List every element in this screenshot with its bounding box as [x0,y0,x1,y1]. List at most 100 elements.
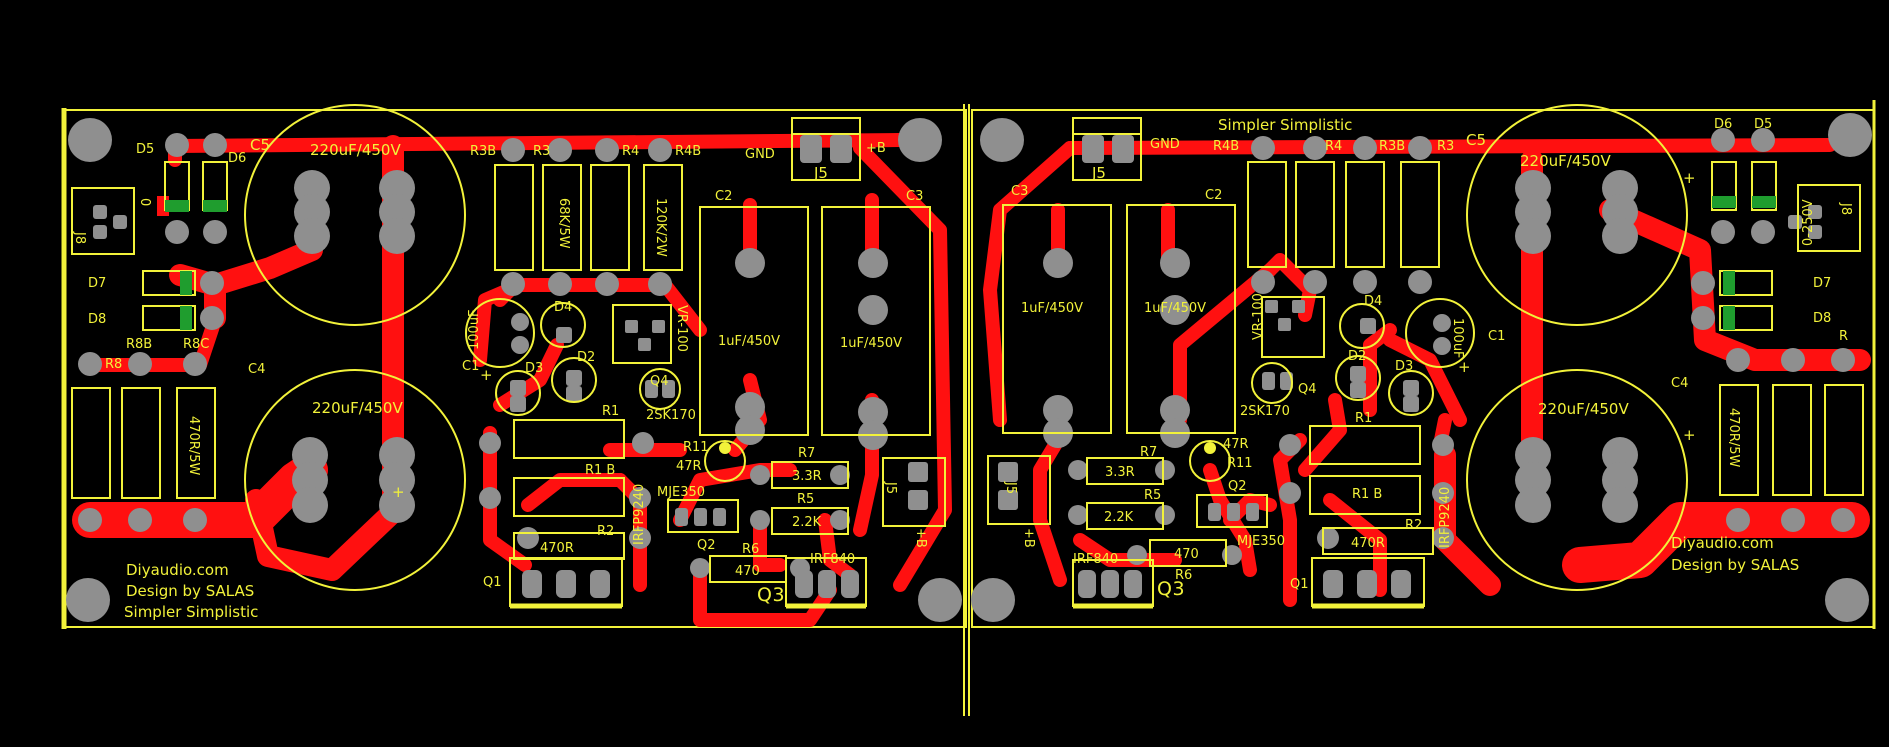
label-r-r6: R6 [1175,568,1192,583]
label-r-q3: Q3 [1157,578,1185,600]
label-c2: C2 [715,189,732,204]
label-r-r2-value: 470R [1351,536,1385,551]
label-r4b: R4B [675,144,701,159]
label-q3: Q3 [757,584,785,606]
label-r-r7: R7 [1140,445,1157,460]
right-silkscreen [987,104,1864,609]
label-plus-b-side: +B [913,528,928,548]
label-r2: R2 [597,524,614,539]
label-r-r1: R1 [1355,411,1372,426]
label-r8b: R8B [126,337,152,352]
right-credit-author: Design by SALAS [1671,556,1799,574]
label-r-r5-value: 2.2K [1104,510,1134,525]
label-r-c4: C4 [1671,376,1688,391]
label-r-r11-value: 47R [1223,437,1249,452]
label-r3-value: 68K/5W [556,198,571,249]
label-r3b: R3B [470,144,496,159]
label-d6: D6 [228,151,246,166]
label-r-irf: IRF840 [1073,552,1118,567]
label-c5: C5 [250,136,270,154]
right-board-title: Simpler Simplistic [1218,116,1352,134]
label-vr: VR-100 [674,305,689,352]
left-pads [66,118,962,622]
label-r-gnd: GND [1150,137,1180,152]
label-j8-alt: 0 [137,198,152,206]
label-irfp: IRFP9240 [632,484,647,545]
label-r6: R6 [742,542,759,557]
svg-text:+: + [392,483,405,501]
label-d7: D7 [88,276,106,291]
svg-text:+: + [1683,426,1696,444]
right-board: Simpler Simplistic C3 GND J5 R4B R4 R3B … [971,104,1872,622]
label-plus-b: +B [866,141,886,156]
label-r7-value: 3.3R [792,469,822,484]
label-r-j5-side: J5 [1003,481,1018,494]
label-c5-value: 220uF/450V [310,141,401,159]
left-silkscreen [71,104,946,609]
label-r-c2: C2 [1205,188,1222,203]
label-r-r1b: R1 B [1352,487,1382,502]
label-irf: IRF840 [810,552,855,567]
label-r-r11: R11 [1227,456,1253,471]
label-r-d5: D5 [1754,117,1772,132]
label-r4: R4 [622,144,639,159]
label-d4: D4 [554,300,572,315]
label-r8: R8 [105,357,122,372]
label-r8c: R8C [183,337,209,352]
label-d3: D3 [525,361,543,376]
right-credit-site: Diyaudio.com [1671,534,1774,552]
label-j5-top: J5 [813,164,828,182]
label-j5-side: J5 [883,481,898,494]
label-r-r: R [1839,329,1848,344]
label-c4: C4 [248,362,265,377]
label-r-d2: D2 [1348,349,1366,364]
label-c1: C1 [462,359,479,374]
label-r-d7: D7 [1813,276,1831,291]
label-r-plus-b-side: +B [1021,528,1036,548]
label-r-d3: D3 [1395,359,1413,374]
label-r-q1: Q1 [1290,577,1309,592]
label-r-irfp: IRFP9240 [1438,487,1453,548]
label-r5-value: 2.2K [792,515,822,530]
label-r-r2: R2 [1405,518,1422,533]
label-c3: C3 [906,189,923,204]
label-r-j8: J8 [1838,202,1853,215]
label-gnd: GND [745,147,775,162]
label-q4: Q4 [650,374,669,389]
label-r8c-value: 470R/5W [186,416,201,475]
label-r-r5: R5 [1144,488,1161,503]
label-r-c4-value: 220uF/450V [1538,400,1629,418]
label-r-r4: R4 [1325,139,1342,154]
svg-text:+: + [480,366,493,384]
label-r11-value: 47R [676,459,702,474]
label-q2: Q2 [697,538,716,553]
label-r-c5-value: 220uF/450V [1520,152,1611,170]
label-r-vr: VR-100 [1251,293,1266,340]
label-r-q2: Q2 [1228,479,1247,494]
left-board: D5 D6 C5 J8 0 D7 D8 R8B R8C R8 C4 220uF/… [66,104,962,627]
label-r-j5-top: J5 [1091,164,1106,182]
label-d5: D5 [136,142,154,157]
label-r-d6: D6 [1714,117,1732,132]
label-c1-value: 100uF [467,309,482,350]
label-r-mje: MJE350 [1237,534,1285,549]
label-r-r6-value: 470 [1174,547,1199,562]
label-r-c3-value: 1uF/450V [1021,301,1083,316]
label-r-j8-alt: 0-250V [1801,199,1816,246]
right-pads [971,113,1872,622]
label-r-r7-value: 3.3R [1105,465,1135,480]
label-mje: MJE350 [657,485,705,500]
label-r11: R11 [683,440,709,455]
label-r-r8-value: 470R/5W [1726,408,1741,467]
label-d2: D2 [577,350,595,365]
right-labels: Simpler Simplistic C3 GND J5 R4B R4 R3B … [1003,116,1853,600]
label-r-q4: Q4 [1298,382,1317,397]
label-r-r3: R3 [1437,139,1454,154]
label-c4-value: 220uF/450V [312,399,403,417]
label-r1: R1 [602,404,619,419]
board-outlines [61,100,1876,716]
right-copper-traces [983,138,1871,607]
label-r-c5: C5 [1466,131,1486,149]
label-r-r4b: R4B [1213,139,1239,154]
label-r-q4-part: 2SK170 [1240,404,1290,419]
